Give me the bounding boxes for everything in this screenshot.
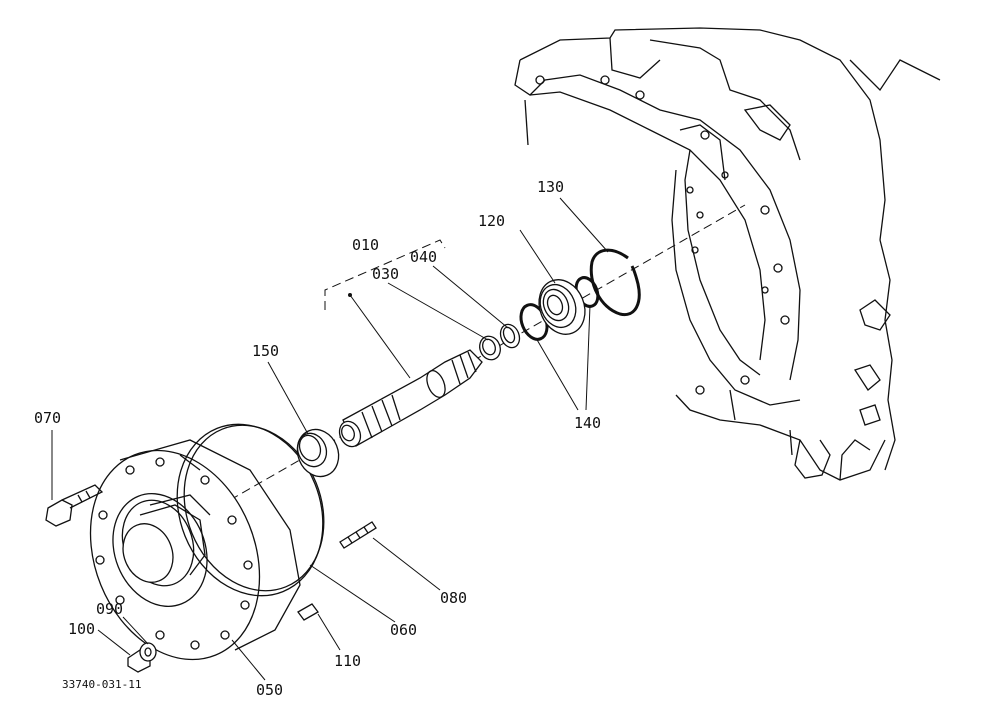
- pin-110: [297, 603, 319, 621]
- bearing-120: [538, 279, 586, 335]
- part-label-070: 070: [34, 409, 61, 427]
- part-label-060: 060: [390, 621, 417, 639]
- circlip-130: [589, 248, 641, 317]
- shaft-010: [338, 349, 483, 448]
- housing-bolt-holes: [535, 75, 790, 395]
- part-label-110: 110: [334, 652, 361, 670]
- front-cover-050: [89, 439, 301, 661]
- collar-030: [479, 335, 501, 361]
- oil-seal-150: [296, 428, 340, 478]
- part-label-140: 140: [574, 414, 601, 432]
- cover-bolt-holes: [95, 457, 253, 650]
- part-label-130: 130: [537, 178, 564, 196]
- part-label-100: 100: [68, 620, 95, 638]
- part-label-080: 080: [440, 589, 467, 607]
- transmission-housing: [514, 27, 941, 481]
- shaft-splines: [361, 351, 477, 439]
- part-label-010: 010: [352, 236, 379, 254]
- part-label-150: 150: [252, 342, 279, 360]
- bolt-070: [45, 484, 104, 527]
- part-label-040: 040: [410, 248, 437, 266]
- leader-lines: [51, 197, 609, 681]
- nut-100-washer-090: [127, 642, 157, 673]
- part-labels: 010 030 040 050 060 070 080 090 100 110 …: [34, 178, 601, 699]
- part-label-090: 090: [96, 600, 123, 618]
- ring-040: [499, 323, 521, 349]
- o-ring-060: [176, 423, 324, 597]
- drawing-reference-code: 33740-031-11: [62, 678, 141, 691]
- stud-080: [339, 521, 377, 549]
- part-label-050: 050: [256, 681, 283, 699]
- part-label-030: 030: [372, 265, 399, 283]
- part-label-120: 120: [478, 212, 505, 230]
